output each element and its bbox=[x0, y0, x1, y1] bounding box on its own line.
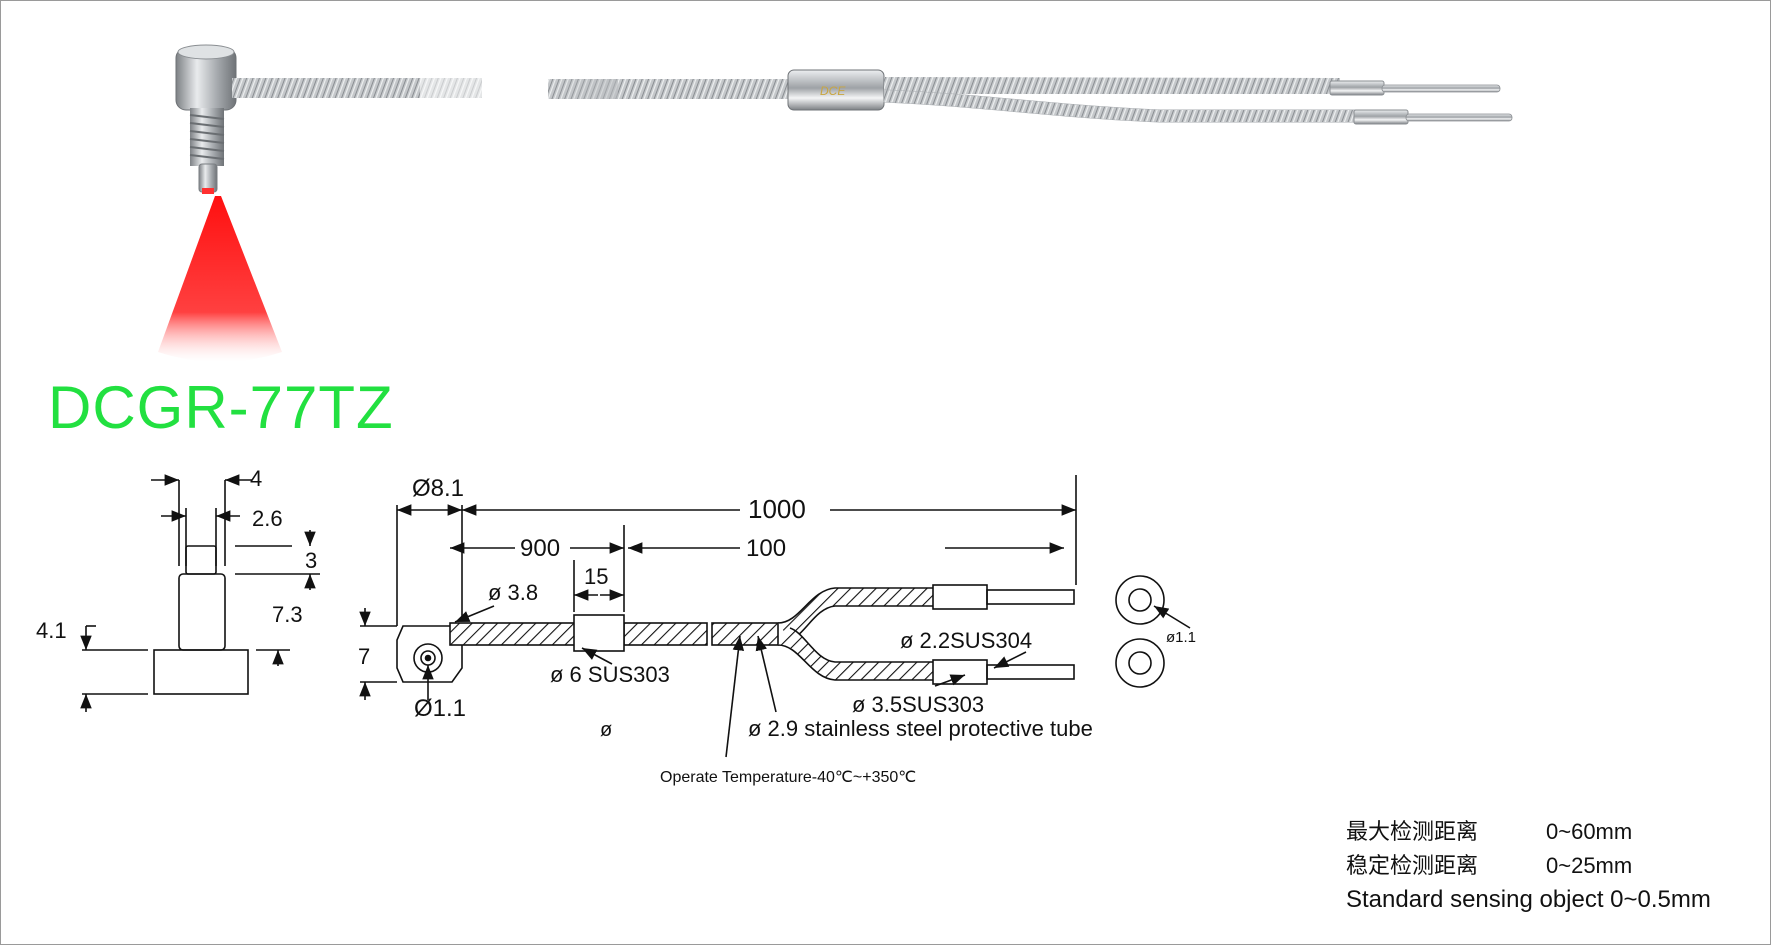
dim-3: 3 bbox=[305, 548, 317, 573]
dim-length-900: 900 bbox=[520, 535, 560, 562]
ferrule-sleeve: DCE bbox=[787, 69, 885, 111]
dim-7-3: 7.3 bbox=[272, 602, 303, 627]
spec-value-max-distance: 0~60mm bbox=[1546, 819, 1633, 844]
brand-mark: DCE bbox=[820, 84, 846, 98]
product-photo: DCE bbox=[158, 44, 1513, 362]
dim-4: 4 bbox=[250, 466, 262, 491]
main-view-drawing bbox=[359, 475, 1191, 758]
dim-2-6: 2.6 bbox=[252, 506, 283, 531]
model-title: DCGR-77TZ bbox=[48, 374, 394, 441]
dim-hole-diameter: Ø1.1 bbox=[414, 695, 466, 722]
dim-end-hole: ø1.1 bbox=[1166, 629, 1196, 646]
dim-head-diameter: Ø8.1 bbox=[412, 475, 464, 502]
dim-total-length: 1000 bbox=[748, 494, 806, 524]
spec-label-stable-distance: 稳定检测距离 bbox=[1346, 854, 1479, 879]
cable-near-head bbox=[232, 78, 482, 98]
dim-branch-sleeve: ø 3.5SUS303 bbox=[852, 692, 984, 717]
operate-temperature: Operate Temperature-40℃~+350℃ bbox=[660, 769, 916, 786]
dim-length-15: 15 bbox=[584, 564, 608, 589]
light-beam bbox=[158, 196, 282, 362]
dim-tube-diameter: ø 3.8 bbox=[488, 580, 538, 605]
dim-collar: ø 6 SUS303 bbox=[550, 662, 670, 687]
sensor-head bbox=[175, 44, 237, 194]
spec-row: 稳定检测距离 0~25mm bbox=[1346, 849, 1766, 883]
spec-panel: 最大检测距离 0~60mm 稳定检测距离 0~25mm Standard sensi… bbox=[1346, 815, 1766, 917]
spec-standard-object: Standard sensing object 0~0.5mm bbox=[1346, 886, 1711, 913]
side-view-labels: 4 2.6 3 7.3 4.1 bbox=[36, 466, 317, 643]
spec-value-stable-distance: 0~25mm bbox=[1546, 853, 1633, 878]
spec-label-max-distance: 最大检测距离 bbox=[1346, 820, 1479, 845]
dim-length-100: 100 bbox=[746, 535, 786, 562]
dim-branch-tip: ø 2.2SUS304 bbox=[900, 628, 1032, 653]
dim-4-1: 4.1 bbox=[36, 618, 67, 643]
side-view-drawing bbox=[80, 474, 320, 712]
spec-row: 最大检测距离 0~60mm bbox=[1346, 815, 1766, 849]
dim-phi-symbol: ø bbox=[600, 719, 612, 741]
dim-head-height: 7 bbox=[358, 644, 370, 669]
dim-protective-tube: ø 2.9 stainless steel protective tube bbox=[748, 716, 1093, 741]
main-view-labels: Ø8.1 1000 900 100 15 ø 3.8 7 Ø1.1 ø 6 SU… bbox=[358, 475, 1196, 786]
